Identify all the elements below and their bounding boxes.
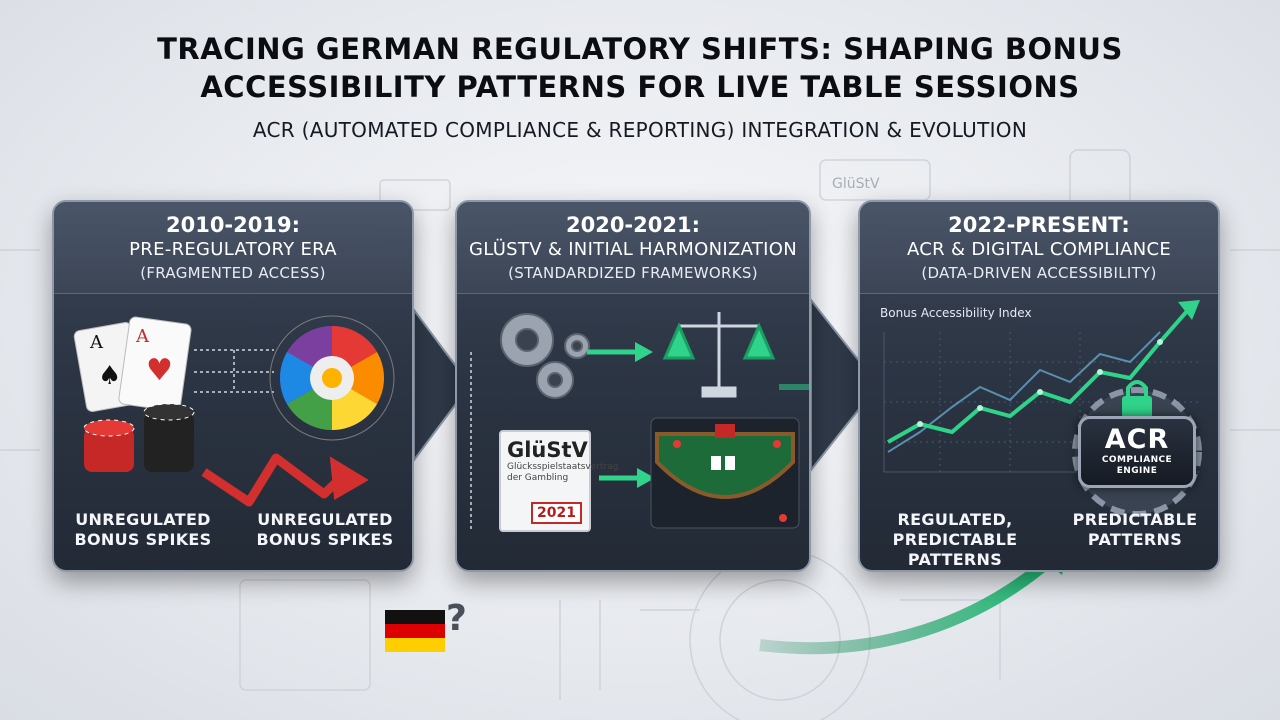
poker-chips-icon: [83, 403, 195, 472]
question-mark-icon: ?: [446, 598, 467, 639]
padlock-icon: [1122, 380, 1152, 418]
panel-subtitle: (FRAGMENTED ACCESS): [140, 264, 326, 282]
panel-subtitle: (STANDARDIZED FRAMEWORKS): [508, 264, 758, 282]
panel-header: 2022-PRESENT: ACR & DIGITAL COMPLIANCE (…: [860, 202, 1218, 294]
downward-trend-arrow: [201, 453, 353, 507]
svg-text:♠: ♠: [98, 361, 121, 391]
chart-title: Bonus Accessibility Index: [880, 306, 1032, 320]
chevron-connector-1: [413, 306, 472, 464]
doc-title: GlüStV: [507, 438, 588, 462]
card-rank: A: [89, 332, 104, 353]
germany-flag-icon: [385, 610, 445, 652]
doc-line-1: Glücksspielstaatsvertrag: [507, 462, 619, 472]
card-rank: A: [135, 326, 150, 347]
blackjack-table-icon: [650, 417, 800, 529]
background-glustv-text: GlüStV: [832, 176, 880, 192]
acr-compliance-engine-badge: ACR COMPLIANCE ENGINE: [1078, 416, 1196, 488]
panel-art: [470, 312, 809, 532]
page-title: TRACING GERMAN REGULATORY SHIFTS: SHAPIN…: [0, 30, 1280, 106]
panel-years: 2020-2021:: [565, 213, 700, 237]
panel-name: PRE-REGULATORY ERA: [129, 239, 337, 260]
panel-name: ACR & DIGITAL COMPLIANCE: [906, 239, 1172, 260]
doc-line-2: der Gambling: [507, 473, 569, 483]
gear-icon: [500, 313, 590, 399]
playing-cards-icon: A A ♠ ♥: [73, 316, 192, 412]
acr-badge-title: ACR: [1104, 424, 1170, 455]
title-line-2: ACCESSIBILITY PATTERNS FOR LIVE TABLE SE…: [200, 70, 1080, 104]
panel-pre-regulatory: 2010-2019: PRE-REGULATORY ERA (FRAGMENTE…: [52, 200, 414, 572]
panel-years: 2022-PRESENT:: [948, 213, 1130, 237]
panel-subtitle: (DATA-DRIVEN ACCESSIBILITY): [921, 264, 1157, 282]
panel-acr: 2022-PRESENT: ACR & DIGITAL COMPLIANCE (…: [858, 200, 1220, 572]
acr-badge-line-1: COMPLIANCE: [1101, 455, 1173, 465]
document-icon: GlüStV Glücksspielstaatsvertrag der Gamb…: [499, 430, 619, 532]
acr-badge-line-2: ENGINE: [1116, 466, 1158, 476]
roulette-wheel-icon: [269, 315, 395, 441]
svg-text:♥: ♥: [146, 353, 173, 388]
panel-glustv: 2020-2021: GLÜSTV & INITIAL HARMONIZATIO…: [455, 200, 811, 572]
scales-icon: [662, 312, 776, 398]
series-line-secondary: [887, 331, 1161, 453]
panel-header: 2020-2021: GLÜSTV & INITIAL HARMONIZATIO…: [457, 202, 809, 294]
growth-arrow: [759, 555, 1054, 655]
panel-header: 2010-2019: PRE-REGULATORY ERA (FRAGMENTE…: [54, 202, 412, 294]
chevron-connector-2: [810, 297, 880, 473]
panel-name: GLÜSTV & INITIAL HARMONIZATION: [469, 239, 797, 260]
page-subtitle: ACR (AUTOMATED COMPLIANCE & REPORTING) I…: [252, 118, 1028, 142]
title-line-1: TRACING GERMAN REGULATORY SHIFTS: SHAPIN…: [157, 32, 1123, 66]
panel-art: A A ♠ ♥: [73, 315, 395, 507]
doc-year: 2021: [531, 502, 582, 524]
panel-years: 2010-2019:: [165, 213, 300, 237]
